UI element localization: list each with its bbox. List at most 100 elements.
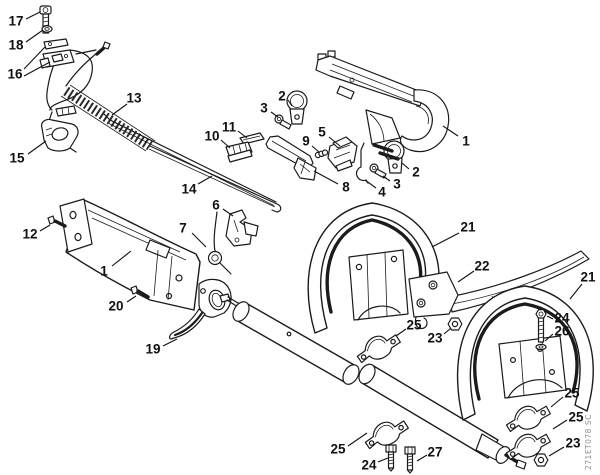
part-10-contact-block-drawing — [225, 141, 253, 163]
callout-leader-10 — [220, 139, 231, 149]
callout-leader-25d — [347, 432, 368, 447]
callout-leader-11 — [237, 130, 248, 139]
part-14-throttle-rod-drawing — [103, 113, 277, 206]
part-1-handle-housing-left-drawing — [59, 198, 201, 311]
callout-leader-8 — [313, 170, 339, 185]
callout-leader-13 — [111, 103, 128, 116]
callout-12[interactable]: 12 — [22, 227, 37, 242]
callout-17[interactable]: 17 — [8, 14, 23, 29]
callout-6[interactable]: 6 — [212, 198, 220, 213]
callout-leader-26 — [544, 333, 554, 342]
callout-leader-21b — [569, 283, 583, 300]
callout-10[interactable]: 10 — [204, 129, 219, 144]
callout-24a[interactable]: 24 — [554, 311, 570, 326]
part-12-screw-drawing — [47, 215, 67, 228]
callout-leader-1a — [111, 250, 132, 267]
callout-7[interactable]: 7 — [179, 221, 187, 236]
callout-23b[interactable]: 23 — [565, 436, 581, 451]
callout-24b[interactable]: 24 — [361, 458, 377, 473]
callout-5[interactable]: 5 — [318, 125, 326, 140]
callout-leader-6 — [222, 208, 234, 217]
callout-26[interactable]: 26 — [554, 324, 570, 339]
callout-leader-3b — [382, 175, 391, 182]
part-23-nut-lower-drawing — [533, 453, 549, 467]
callout-leader-25b — [552, 419, 568, 430]
callout-14[interactable]: 14 — [181, 182, 197, 197]
part-21-loop-handle-left-drawing — [307, 202, 440, 334]
part-18-washer-drawing — [41, 25, 53, 33]
watermark-code: 271ET078 SC — [584, 414, 593, 470]
callout-22[interactable]: 22 — [474, 259, 489, 274]
callout-leader-16 — [23, 61, 51, 77]
part-8-throttle-trigger-drawing — [265, 135, 317, 181]
callout-leader-1b — [442, 125, 459, 137]
callout-leader-7 — [191, 232, 207, 248]
callout-leader-14 — [197, 175, 213, 185]
callout-leader-2b — [401, 162, 410, 170]
part-26-washer-drawing — [535, 343, 547, 351]
callout-3b[interactable]: 3 — [393, 177, 401, 192]
callout-9[interactable]: 9 — [302, 134, 310, 149]
part-2-clamp-top-drawing — [286, 90, 308, 125]
part-25-clamp-right-upper-drawing — [503, 402, 553, 433]
callout-leader-21a — [431, 232, 460, 248]
callout-27[interactable]: 27 — [427, 445, 442, 460]
callout-leader-23b — [548, 446, 565, 457]
callout-1a[interactable]: 1 — [100, 264, 108, 279]
part-20-screw-drawing — [130, 285, 150, 299]
callout-leader-24b — [377, 457, 389, 463]
callout-leader-5 — [328, 136, 341, 147]
callout-leader-2a — [287, 99, 293, 107]
callout-leader-25a — [550, 396, 564, 408]
part-1-handle-housing-top-drawing — [315, 50, 450, 161]
callout-21b[interactable]: 21 — [580, 270, 596, 285]
part-19-trigger-guard-drawing — [168, 278, 232, 340]
callout-13[interactable]: 13 — [126, 91, 142, 106]
callout-leader-18 — [25, 29, 44, 43]
callout-leader-16 — [23, 46, 46, 70]
callout-18[interactable]: 18 — [8, 38, 24, 53]
callout-8[interactable]: 8 — [342, 180, 350, 195]
callout-3a[interactable]: 3 — [260, 101, 268, 116]
callout-leader-22 — [457, 270, 475, 283]
part-11-contact-strip-drawing — [239, 132, 265, 145]
callout-21a[interactable]: 21 — [460, 220, 476, 235]
callout-2a[interactable]: 2 — [278, 89, 286, 104]
callout-leader-24a — [546, 315, 554, 320]
part-3-screw-top-drawing — [274, 114, 292, 130]
cable-end-fitting-drawing — [95, 41, 111, 56]
callout-leader-9 — [311, 145, 320, 153]
callout-20[interactable]: 20 — [108, 299, 123, 314]
callout-1b[interactable]: 1 — [462, 134, 470, 149]
callout-leader-25c — [395, 328, 407, 337]
part-21-loop-handle-right-drawing — [456, 285, 594, 421]
callout-leader-4 — [364, 179, 377, 189]
part-6-pivot-bracket-drawing — [225, 209, 259, 247]
callout-25c[interactable]: 25 — [406, 318, 422, 333]
callout-15[interactable]: 15 — [9, 151, 25, 166]
part-5-switch-shaft-drawing — [327, 136, 358, 172]
callout-11[interactable]: 11 — [222, 120, 237, 135]
callout-leader-19 — [162, 338, 178, 347]
part-7-torsion-spring-drawing — [207, 211, 232, 275]
callout-2b[interactable]: 2 — [412, 165, 420, 180]
part-15-switch-lever-drawing — [41, 118, 79, 153]
part-27-screw-bottom-drawing — [404, 446, 416, 474]
callout-leader-23a — [443, 327, 452, 335]
part-16-switch-assembly-drawing — [39, 38, 75, 69]
callout-16[interactable]: 16 — [7, 67, 23, 82]
callout-leader-3a — [270, 111, 279, 118]
part-9-spring-drawing — [314, 149, 329, 159]
callout-25b[interactable]: 25 — [568, 410, 584, 425]
part-24-screw-right-drawing — [535, 309, 547, 343]
callout-4[interactable]: 4 — [378, 185, 386, 200]
part-25-clamp-tube-upper-drawing — [353, 331, 404, 364]
callout-leader-27 — [416, 454, 428, 462]
callout-25a[interactable]: 25 — [564, 386, 580, 401]
callout-19[interactable]: 19 — [145, 342, 160, 357]
callout-25d[interactable]: 25 — [330, 442, 346, 457]
callout-23a[interactable]: 23 — [427, 331, 443, 346]
part-13-throttle-cable-spring-drawing — [60, 84, 282, 213]
